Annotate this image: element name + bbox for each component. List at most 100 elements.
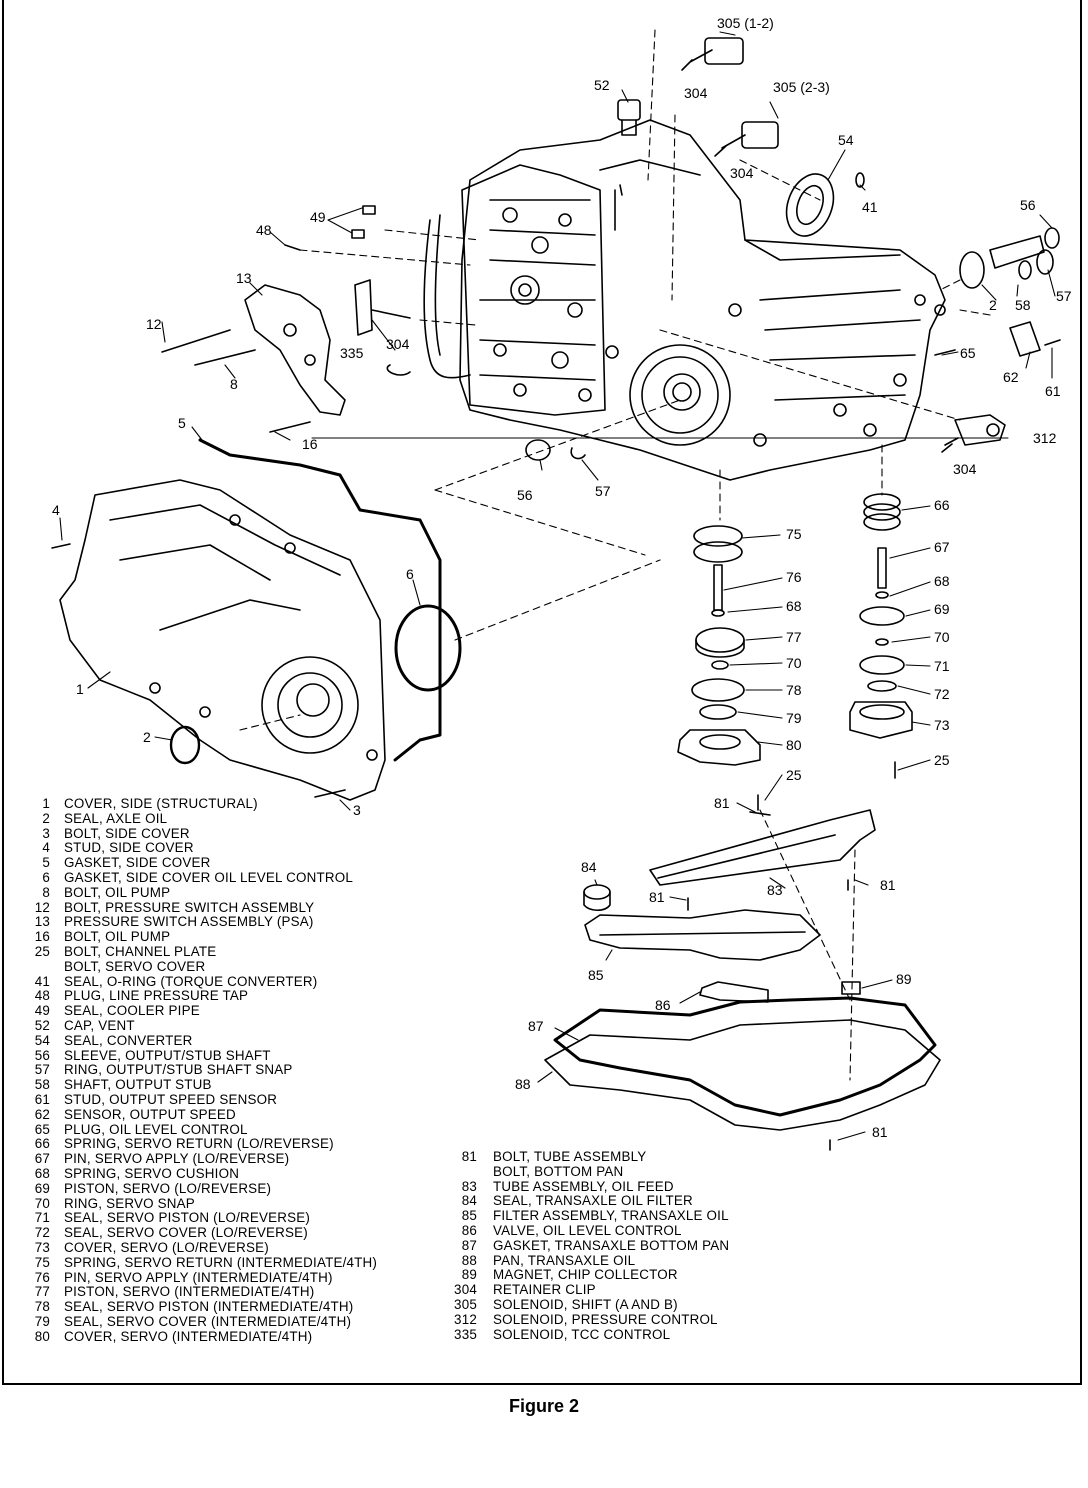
callout-57-lower: 57 <box>595 483 611 499</box>
legend-entry-text: SHAFT, OUTPUT STUB <box>64 1077 212 1093</box>
legend-entry-text: SEAL, TRANSAXLE OIL FILTER <box>493 1193 693 1209</box>
callout-304-second: 304 <box>730 165 754 181</box>
callout-65: 65 <box>960 345 976 361</box>
callout-68-left: 68 <box>786 598 802 614</box>
callout-335: 335 <box>340 345 364 361</box>
legend-entry: 305 SOLENOID, SHIFT (A AND B) <box>440 1296 729 1313</box>
transaxle-case <box>459 119 946 481</box>
legend-entry-number: 49 <box>34 1003 50 1019</box>
legend-entry-text: PLUG, OIL LEVEL CONTROL <box>64 1121 248 1137</box>
intermediate-servo-stack <box>677 525 761 811</box>
callout-66: 66 <box>934 497 950 513</box>
callout-6: 6 <box>406 566 414 582</box>
callout-75: 75 <box>786 526 802 542</box>
legend-entry-number: 56 <box>34 1047 50 1063</box>
bottom-pan-gasket <box>553 996 937 1117</box>
legend-entry-text: SEAL, O-RING (TORQUE CONVERTER) <box>64 973 318 989</box>
legend-entry-text: SPRING, SERVO CUSHION <box>64 1165 240 1181</box>
legend-entry-number: 58 <box>34 1077 50 1093</box>
callout-76: 76 <box>786 569 802 585</box>
legend-entry-text: STUD, SIDE COVER <box>64 840 194 856</box>
legend-entry-text: SOLENOID, PRESSURE CONTROL <box>493 1311 718 1327</box>
stub-sleeve-lower <box>525 439 551 461</box>
callout-83: 83 <box>767 882 783 898</box>
legend-entry-number: 305 <box>454 1296 477 1312</box>
legend-entry-text: PAN, TRANSAXLE OIL <box>493 1252 636 1268</box>
callout-81-filter: 81 <box>649 889 665 905</box>
alignment-lines <box>239 29 991 1081</box>
callout-89: 89 <box>896 971 912 987</box>
legend-entry-number: 25 <box>34 943 50 959</box>
legend-entry-number: 335 <box>454 1326 477 1342</box>
legend-entry-number: 52 <box>34 1017 50 1033</box>
side-cover-gasket <box>198 438 442 762</box>
legend-entry-text: SLEEVE, OUTPUT/STUB SHAFT <box>64 1047 271 1063</box>
callout-25-right: 25 <box>934 752 950 768</box>
chip-magnet <box>841 981 861 995</box>
lo-reverse-servo-stack <box>849 493 913 779</box>
callout-305-2-3: 305 (2-3) <box>773 79 830 95</box>
legend-entry-number: 41 <box>34 973 50 989</box>
callout-81-pan: 81 <box>872 1124 888 1140</box>
legend-entry-number: 304 <box>454 1282 477 1298</box>
legend-entry-text: RETAINER CLIP <box>493 1282 596 1298</box>
callout-4: 4 <box>52 502 60 518</box>
callout-81-tube: 81 <box>880 877 896 893</box>
legend-entry: BOLT, BOTTOM PAN <box>440 1164 729 1180</box>
callout-79: 79 <box>786 710 802 726</box>
legend-entry-text: SEAL, COOLER PIPE <box>64 1003 200 1019</box>
legend-entry-text: SEAL, SERVO COVER (INTERMEDIATE/4TH) <box>64 1313 352 1329</box>
legend-entry-number: 87 <box>461 1237 477 1253</box>
legend-entry-number: 80 <box>34 1328 50 1344</box>
legend-entry: 58 SHAFT, OUTPUT STUB <box>20 1077 377 1093</box>
legend-entry: BOLT, SERVO COVER <box>20 959 377 975</box>
transaxle-oil-pan <box>544 1019 941 1131</box>
output-stub-shaft <box>989 235 1045 269</box>
axle-seal-left <box>169 725 201 765</box>
legend-entry-number: 48 <box>34 988 50 1004</box>
stub-sleeve <box>1044 227 1060 249</box>
callout-2-right: 2 <box>989 297 997 313</box>
output-speed-sensor <box>1009 321 1041 357</box>
filter-assembly <box>584 909 821 961</box>
callout-labels: 305 (1-2) 304 305 (2-3) 304 52 54 41 56 … <box>52 15 1072 1140</box>
legend-entry-number: 81 <box>461 1149 477 1164</box>
legend-entry-text: SOLENOID, TCC CONTROL <box>493 1326 671 1342</box>
callout-48: 48 <box>256 222 272 238</box>
callout-78: 78 <box>786 682 802 698</box>
legend-entry: 304 RETAINER CLIP <box>440 1282 729 1298</box>
legend-entry-text: BOLT, PRESSURE SWITCH ASSEMBLY <box>64 899 315 915</box>
callout-62: 62 <box>1003 369 1019 385</box>
legend-entry-text: SOLENOID, SHIFT (A AND B) <box>493 1296 678 1312</box>
callout-3: 3 <box>353 802 361 818</box>
callout-54: 54 <box>838 132 854 148</box>
legend-entry-number: 75 <box>34 1254 50 1270</box>
legend-entry-number: 83 <box>461 1178 477 1194</box>
legend-entry: 49 SEAL, COOLER PIPE <box>20 1003 377 1019</box>
legend-entry-number: 12 <box>34 899 50 915</box>
legend-entry-text: GASKET, SIDE COVER OIL LEVEL CONTROL <box>64 869 353 885</box>
callout-56-lower: 56 <box>517 487 533 503</box>
callout-80: 80 <box>786 737 802 753</box>
legend-entry-number <box>440 1165 493 1180</box>
callout-312: 312 <box>1033 430 1057 446</box>
legend-entry-number: 72 <box>34 1225 50 1241</box>
legend-entry-text: SENSOR, OUTPUT SPEED <box>64 1106 236 1122</box>
legend-entry-number: 73 <box>34 1239 50 1255</box>
legend-entry-number: 4 <box>42 840 50 856</box>
psa-bolt <box>161 329 231 353</box>
